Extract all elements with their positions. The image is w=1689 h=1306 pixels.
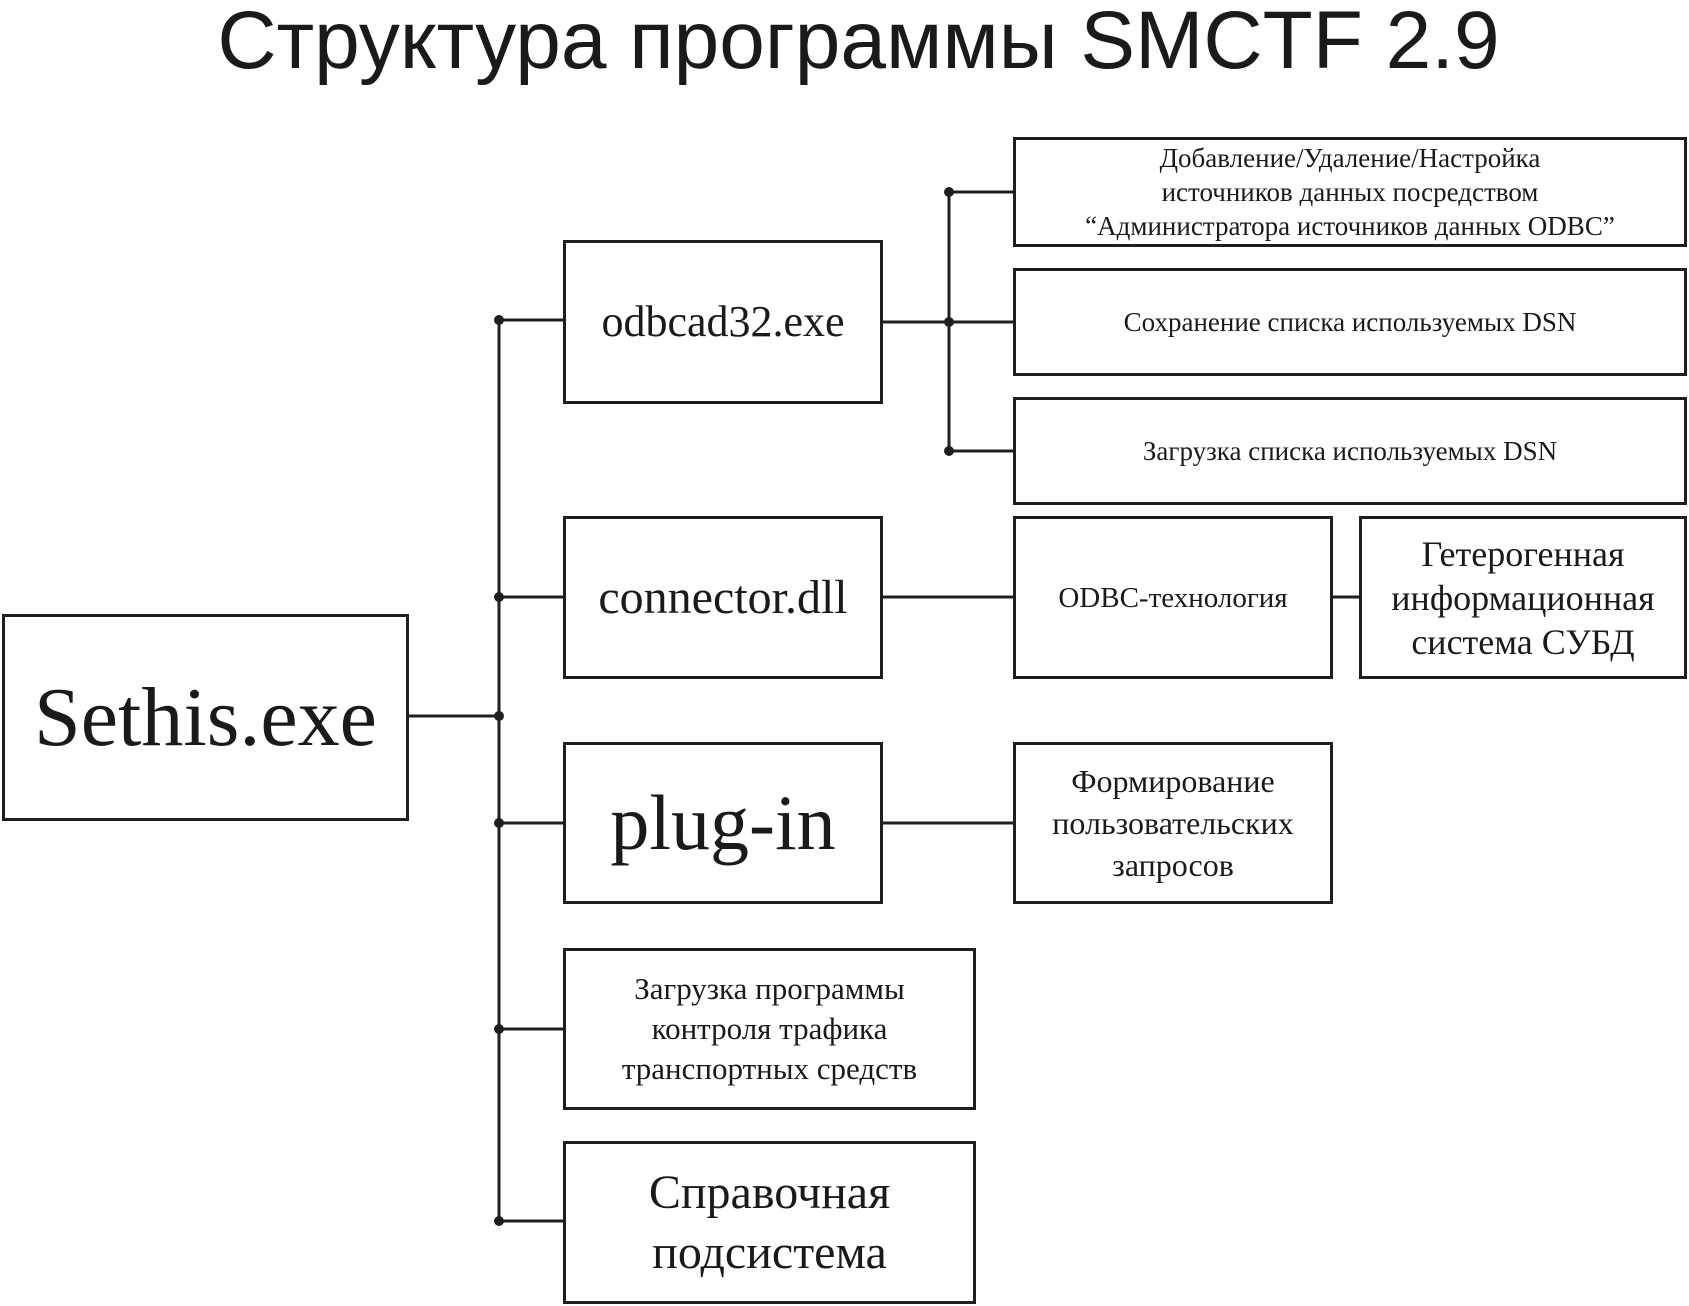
node-text-line: Справочная [648, 1165, 891, 1219]
node-odbc-admin-sources: Добавление/Удаление/Настройка источников… [1013, 137, 1687, 247]
junction-dot [944, 187, 954, 197]
junction-dot [494, 1024, 504, 1034]
node-label: ODBC-технология [1058, 581, 1288, 614]
junction-dot [494, 1216, 504, 1226]
node-text-line: источников данных посредством [1161, 177, 1539, 207]
node-text-line: Добавление/Удаление/Настройка [1159, 143, 1541, 173]
node-label: Sethis.exe [34, 670, 377, 764]
node-text-line: подсистема [652, 1225, 887, 1279]
node-text-line: система СУБД [1411, 621, 1635, 662]
node-text-line: запросов [1112, 847, 1234, 883]
node-text-line: контроля трафика [651, 1011, 888, 1046]
node-text-line: Загрузка списка используемых DSN [1142, 436, 1558, 466]
node-text-line: транспортных средств [621, 1051, 918, 1086]
node-sethis-exe: Sethis.exe [2, 614, 409, 821]
node-label: connector.dll [598, 570, 848, 624]
junction-dot [494, 592, 504, 602]
junction-dot [494, 818, 504, 828]
node-text-line: Формирование [1071, 763, 1275, 799]
node-help-subsystem: Справочная подсистема [563, 1141, 976, 1304]
node-save-dsn-list: Сохранение списка используемых DSN [1013, 268, 1687, 376]
junction-dot [494, 711, 504, 721]
node-label: plug-in [610, 779, 836, 866]
node-traffic-control-loader: Загрузка программы контроля трафика тран… [563, 948, 976, 1110]
node-text-line: информационная [1391, 577, 1655, 618]
node-text-line: пользовательских [1052, 805, 1294, 841]
node-odbc-technology: ODBC-технология [1013, 516, 1333, 679]
node-label: odbcad32.exe [601, 297, 845, 346]
node-text-line: “Администратора источников данных ODBC” [1085, 211, 1615, 241]
node-plug-in: plug-in [563, 742, 883, 904]
node-load-dsn-list: Загрузка списка используемых DSN [1013, 397, 1687, 505]
diagram-title: Структура программы SMCTF 2.9 [217, 0, 1500, 86]
node-heterogeneous-dbms: Гетерогенная информационная система СУБД [1359, 516, 1687, 679]
node-odbcad32-exe: odbcad32.exe [563, 240, 883, 404]
junction-dot [944, 446, 954, 456]
node-text-line: Гетерогенная [1421, 533, 1625, 574]
junction-dot [494, 315, 504, 325]
node-user-queries: Формирование пользовательских запросов [1013, 742, 1333, 904]
node-text-line: Сохранение списка используемых DSN [1123, 307, 1577, 337]
node-connector-dll: connector.dll [563, 516, 883, 679]
node-text-line: Загрузка программы [634, 971, 905, 1006]
junction-dot [944, 317, 954, 327]
